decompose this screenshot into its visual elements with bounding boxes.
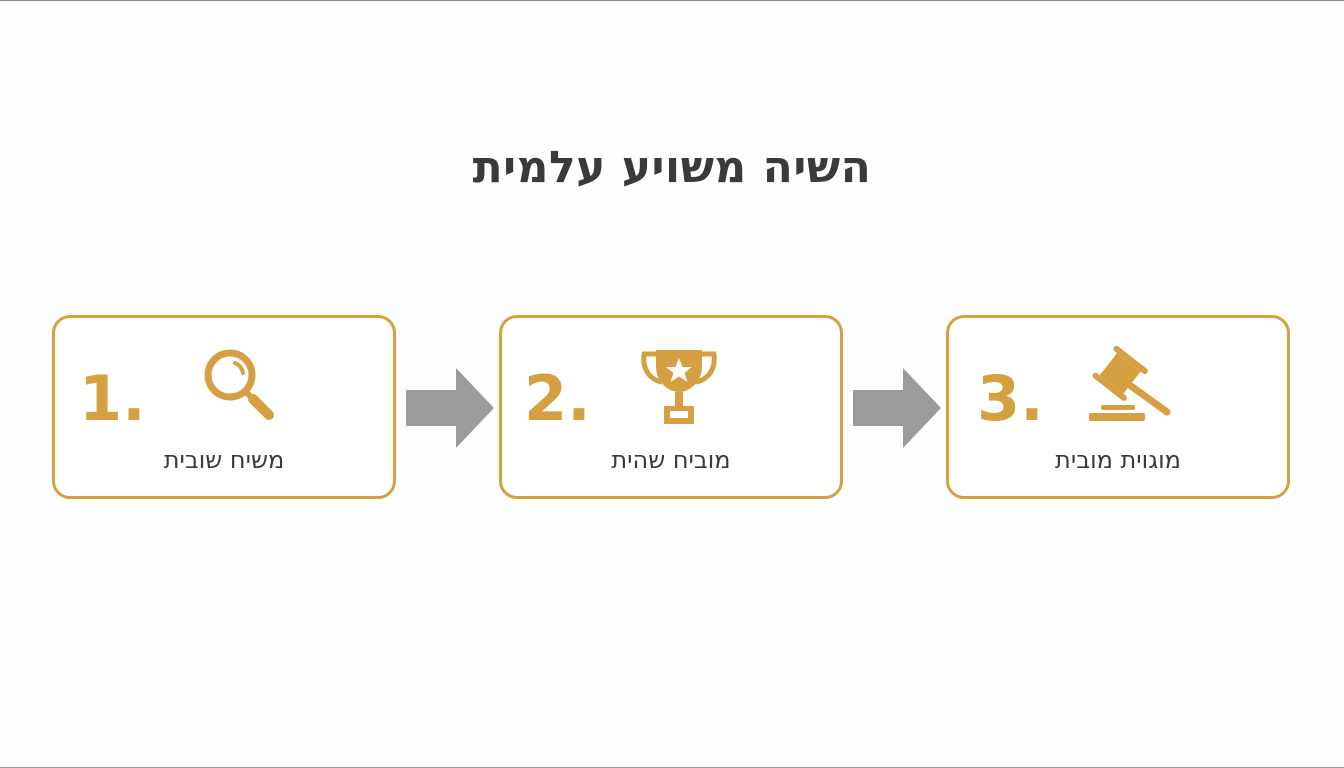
gavel-icon [1089,345,1171,421]
step-label: מוביח שהית [611,446,731,474]
step-card-1: 1. משיח שובית [52,315,396,499]
step-label: משיח שובית [163,446,285,474]
step-number: 2. [524,362,591,435]
arrow-right-icon [853,368,941,448]
step-card-2: 2. מוביח שהית [499,315,843,499]
trophy-icon [641,350,717,424]
step-card-3: 3. מוגוית מובית [946,315,1290,499]
step-number: 3. [977,362,1044,435]
step-number: 1. [79,362,146,435]
arrow-right-icon [406,368,494,448]
top-border-line [0,0,1344,1]
step-label: מוגוית מובית [1055,446,1181,474]
magnifying-glass-icon [204,349,274,420]
diagram-title: השיה משויע עלמית [472,142,872,193]
